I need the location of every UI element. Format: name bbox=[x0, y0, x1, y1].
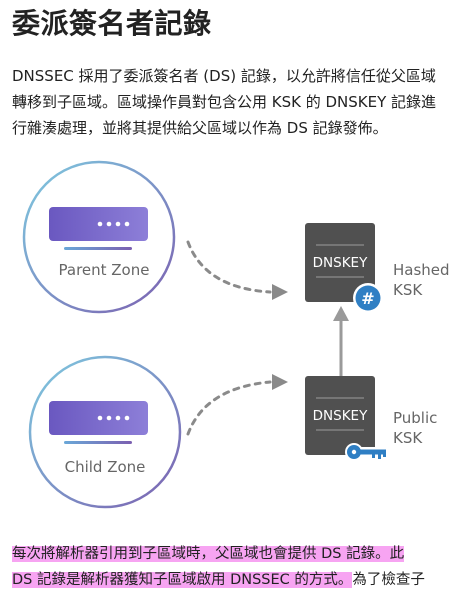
intro-line: 轉移到子區域。區域操作員對包含公用 KSK 的 DNSKEY 記錄進 bbox=[12, 93, 437, 111]
child-zone-node: Child Zone bbox=[28, 355, 182, 509]
page-title: 委派簽名者記錄 bbox=[12, 7, 212, 40]
dashed-arrow-parent-to-record bbox=[186, 240, 288, 300]
intro-line: DNSSEC 採用了委派簽名者 (DS) 記錄，以允許將信任從父區域 bbox=[12, 67, 436, 85]
hash-arrow bbox=[333, 306, 349, 376]
intro-line: 行雜湊處理，並將其提供給父區域以作為 DS 記錄發佈。 bbox=[12, 119, 388, 137]
parent-zone-node: Parent Zone bbox=[22, 160, 176, 314]
server-icon bbox=[49, 207, 148, 250]
dnskey-label: DNSKEY bbox=[313, 408, 368, 424]
public-ksk-label-line1: Public bbox=[393, 409, 437, 427]
note-line: DS 記錄是解析器獲知子區域啟用 DNSSEC 的方式。為了檢查子 bbox=[12, 567, 458, 593]
hashed-ksk-label-line1: Hashed bbox=[393, 261, 450, 279]
dnskey-label: DNSKEY bbox=[313, 255, 368, 271]
public-ksk-label-line2: KSK bbox=[393, 429, 423, 447]
dashed-arrow-child-to-record bbox=[186, 374, 288, 436]
child-zone-label: Child Zone bbox=[65, 458, 146, 476]
ds-record-diagram: Parent Zone Child Zone DNSKEY bbox=[22, 160, 450, 509]
public-dnskey-record: DNSKEY bbox=[305, 376, 386, 461]
note-line: 每次將解析器引用到子區域時，父區域也會提供 DS 記錄。此 bbox=[12, 541, 458, 567]
hashed-dnskey-record: DNSKEY # bbox=[305, 223, 383, 313]
continuation-text: 為了檢查子 bbox=[352, 572, 425, 588]
hashed-ksk-label-line2: KSK bbox=[393, 281, 423, 299]
explanation-paragraph: 每次將解析器引用到子區域時，父區域也會提供 DS 記錄。此 DS 記錄是解析器獲… bbox=[12, 541, 458, 593]
key-icon bbox=[345, 443, 386, 461]
highlighted-text: 每次將解析器引用到子區域時，父區域也會提供 DS 記錄。此 bbox=[12, 546, 405, 562]
intro-paragraph: DNSSEC 採用了委派簽名者 (DS) 記錄，以允許將信任從父區域 轉移到子區… bbox=[12, 63, 456, 141]
hash-badge-symbol: # bbox=[361, 289, 374, 308]
hash-badge-icon: # bbox=[353, 283, 383, 313]
highlighted-text: DS 記錄是解析器獲知子區域啟用 DNSSEC 的方式。 bbox=[12, 572, 353, 588]
parent-zone-label: Parent Zone bbox=[59, 261, 150, 279]
server-icon bbox=[49, 401, 148, 444]
